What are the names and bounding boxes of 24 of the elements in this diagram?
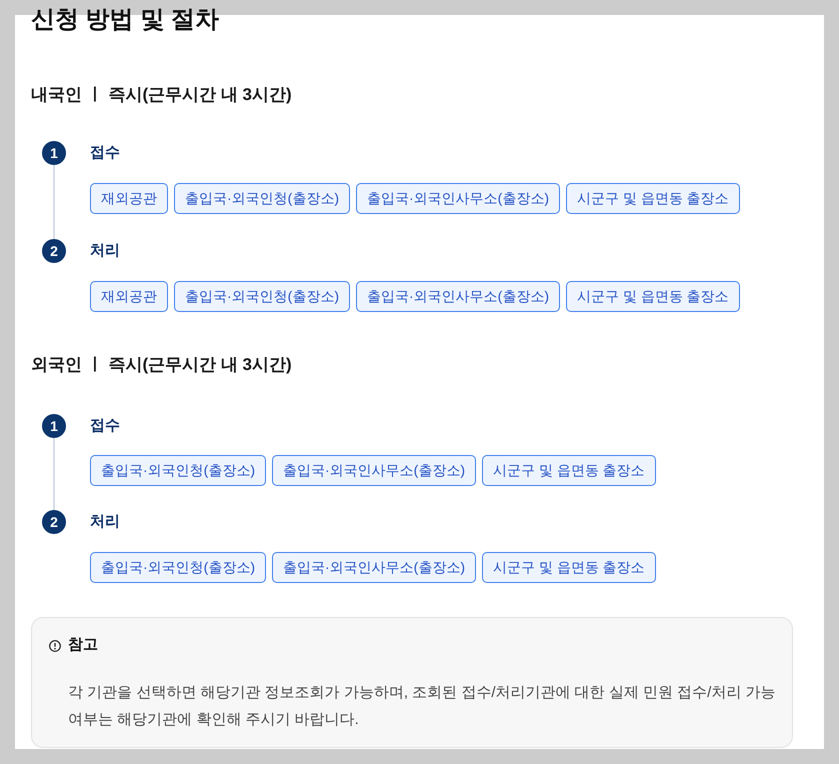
office-button: 재외공관 (90, 281, 168, 312)
office-button: 출입국·외국인청(출장소) (90, 455, 266, 486)
step-title: 접수 (90, 143, 120, 163)
office-button: 시군구 및 읍면동 출장소 (566, 281, 740, 312)
page-title: 신청 방법 및 절차 (31, 5, 220, 35)
office-button: 출입국·외국인청(출장소) (174, 281, 350, 312)
note-title: 참고 (68, 635, 98, 655)
office-button: 출입국·외국인사무소(출장소) (272, 552, 476, 583)
office-button: 재외공관 (90, 183, 168, 214)
office-button: 시군구 및 읍면동 출장소 (482, 552, 656, 583)
office-button: 시군구 및 읍면동 출장소 (566, 183, 740, 214)
section-heading: 외국인 ㅣ 즉시(근무시간 내 3시간) (31, 354, 292, 376)
office-button: 출입국·외국인사무소(출장소) (356, 183, 560, 214)
step-title: 처리 (90, 512, 120, 532)
office-button: 출입국·외국인사무소(출장소) (272, 455, 476, 486)
office-button: 시군구 및 읍면동 출장소 (482, 455, 656, 486)
office-button: 출입국·외국인청(출장소) (90, 552, 266, 583)
note-text: 각 기관을 선택하면 해당기관 정보조회가 가능하며, 조회된 접수/처리기관에 대한 실제 민원 접수/처리 가능 여부는 해당기관에 확인해 주시기 바랍니다. (68, 683, 777, 730)
step-title: 처리 (90, 241, 120, 261)
office-button: 출입국·외국인청(출장소) (174, 183, 350, 214)
office-button: 출입국·외국인사무소(출장소) (356, 281, 560, 312)
step-title: 접수 (90, 416, 120, 436)
section-heading: 내국인 ㅣ 즉시(근무시간 내 3시간) (31, 84, 292, 106)
note-panel (31, 617, 793, 748)
